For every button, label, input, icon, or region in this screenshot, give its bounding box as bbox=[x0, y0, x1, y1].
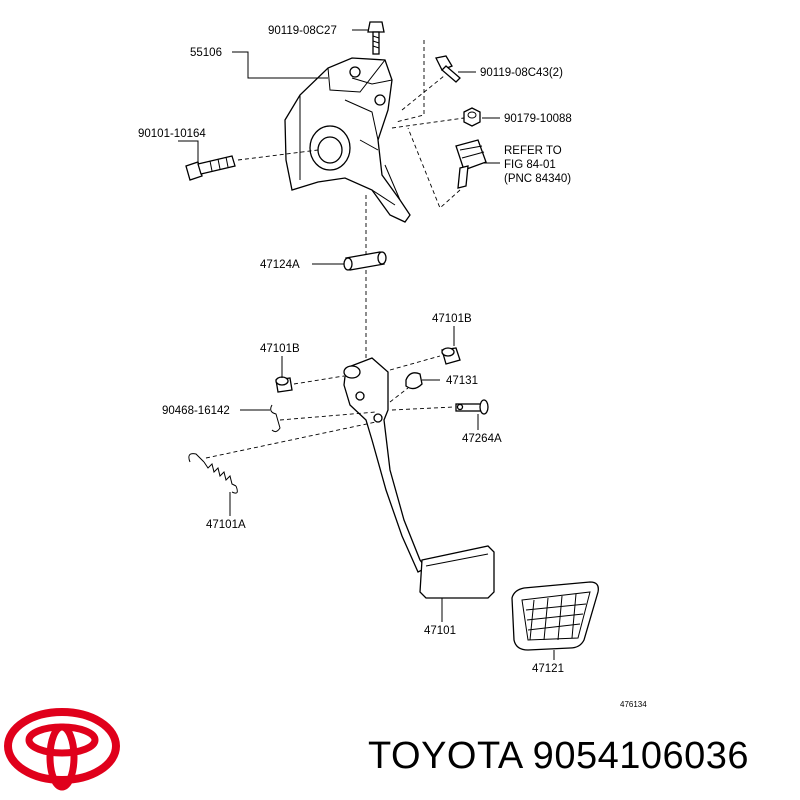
label-47131: 47131 bbox=[446, 375, 478, 387]
assembly-lines bbox=[205, 40, 465, 459]
brake-pedal-arm bbox=[343, 357, 495, 599]
label-90119-08c27: 90119-08C27 bbox=[268, 25, 337, 37]
stop-lamp-switch bbox=[455, 139, 487, 189]
bushing-47101b-right bbox=[441, 347, 461, 365]
pedal-pad-47121 bbox=[511, 581, 599, 651]
label-47121: 47121 bbox=[532, 663, 564, 675]
nut-90179-10088 bbox=[463, 107, 481, 127]
clip-90468-16142 bbox=[270, 404, 281, 433]
bolt-90119-08c27 bbox=[367, 21, 385, 55]
return-spring-47101a bbox=[188, 453, 238, 494]
cushion-47131 bbox=[405, 372, 423, 390]
label-90468-16142: 90468-16142 bbox=[162, 405, 230, 417]
toyota-logo bbox=[4, 708, 120, 791]
bolt-90101-10164 bbox=[185, 155, 236, 181]
label-pnc: (PNC 84340) bbox=[504, 173, 571, 185]
label-90119-08c43: 90119-08C43(2) bbox=[480, 67, 563, 79]
label-55106: 55106 bbox=[190, 47, 222, 59]
label-47101a: 47101A bbox=[206, 519, 246, 531]
label-47101b-left: 47101B bbox=[260, 343, 300, 355]
leader-lines bbox=[178, 29, 555, 660]
label-47264a: 47264A bbox=[462, 433, 502, 445]
figure-number: 476134 bbox=[620, 700, 647, 709]
bolt-90119-08c43 bbox=[435, 55, 461, 83]
label-47124a: 47124A bbox=[260, 259, 300, 271]
label-90179-10088: 90179-10088 bbox=[504, 113, 572, 125]
label-47101b-right: 47101B bbox=[432, 313, 472, 325]
label-47101: 47101 bbox=[424, 625, 456, 637]
clevis-pin-47264a bbox=[455, 399, 489, 415]
collar-47124a bbox=[343, 251, 387, 271]
pedal-bracket bbox=[284, 57, 411, 223]
label-90101-10164: 90101-10164 bbox=[138, 128, 206, 140]
bushing-47101b-left bbox=[275, 376, 293, 393]
label-fig: FIG 84-01 bbox=[504, 159, 556, 171]
label-refer-to: REFER TO bbox=[504, 145, 562, 157]
brand-caption: TOYOTA 9054106036 bbox=[368, 735, 750, 777]
